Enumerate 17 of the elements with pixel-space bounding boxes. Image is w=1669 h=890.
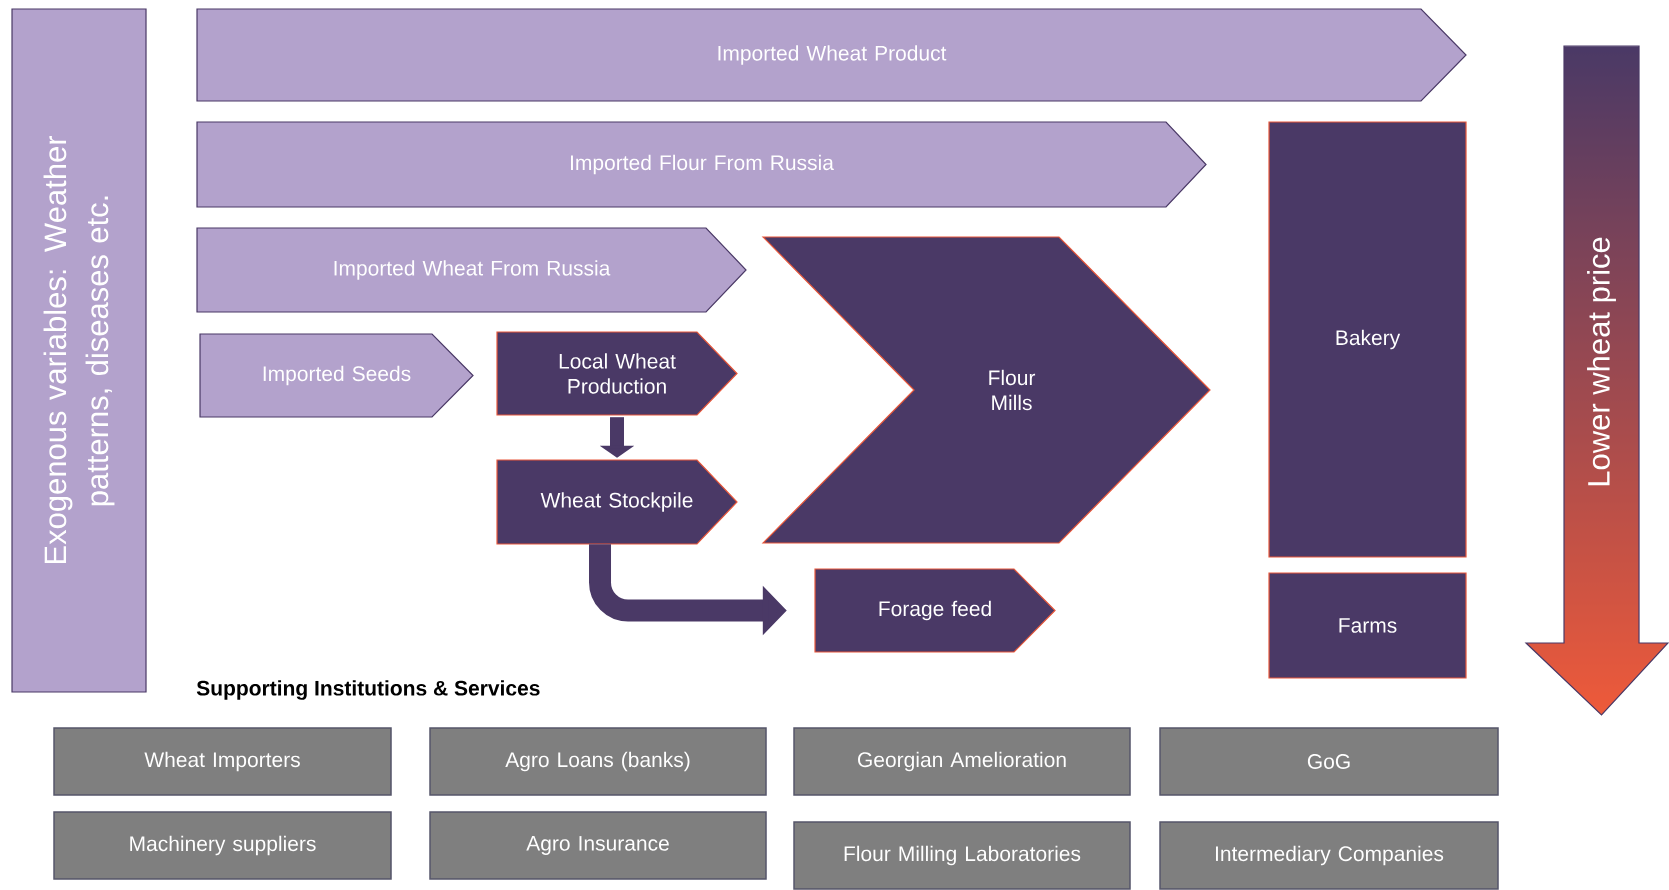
arrow-box: Imported Seeds [199,333,474,418]
service-box: Wheat Importers [53,727,392,796]
service-box: Intermediary Companies [1159,821,1499,890]
service-box: Agro Loans (banks) [429,727,767,796]
side-band: Exogenous variables: Weather patterns, diseases etc. [11,8,147,693]
service-box: Agro Insurance [429,811,767,880]
arrow-box: Wheat Stockpile [496,459,738,545]
arrow-box: Imported Wheat From Russia [196,227,747,313]
arrow-box: Local Wheat Production [496,331,738,416]
service-box: GoG [1159,727,1499,796]
service-box: Machinery suppliers [53,811,392,880]
arrow-box: Forage feed [814,568,1056,653]
section-heading: Supporting Institutions & Services [196,680,540,700]
process-box: Farms [1268,572,1467,679]
service-box: Flour Milling Laboratories [793,821,1131,890]
process-box: Bakery [1268,121,1467,558]
service-box: Georgian Amelioration [793,727,1131,796]
